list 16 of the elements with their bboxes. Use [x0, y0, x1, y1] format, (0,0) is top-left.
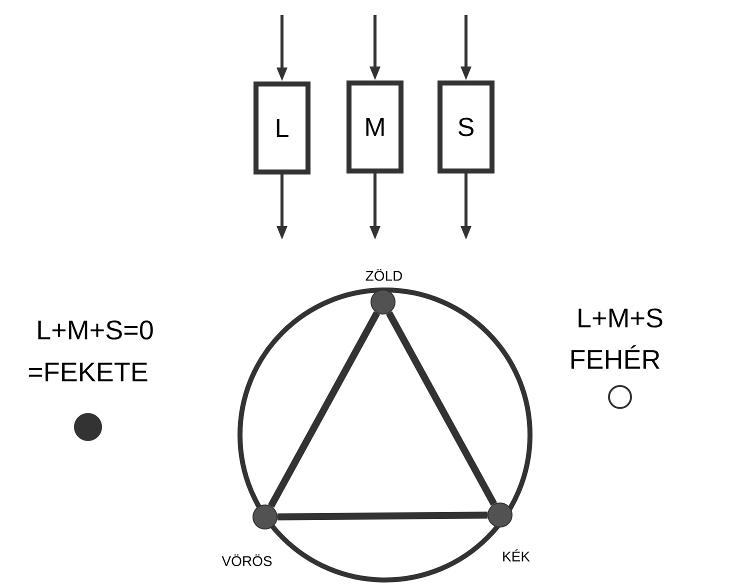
formula-text: FEHÉR [571, 345, 660, 369]
formula-text: L+M+S=0 [38, 320, 153, 340]
dot-label: VÖRÖS [222, 554, 272, 566]
connecting-bar [386, 311, 498, 506]
color-dot [370, 290, 396, 314]
color-dot [252, 504, 278, 530]
receptor-box: L [254, 82, 310, 174]
dot-label: KÉK [503, 549, 530, 562]
connecting-bar [277, 512, 488, 520]
connecting-bar [268, 311, 380, 508]
color-dot [488, 502, 512, 528]
receptor-box: M [346, 80, 404, 174]
formula-text: =FEKETE [28, 362, 148, 382]
formula-text: L+M+S [578, 308, 662, 328]
dot-label: ZÖLD [366, 268, 402, 281]
receptor-box: S [438, 80, 494, 174]
